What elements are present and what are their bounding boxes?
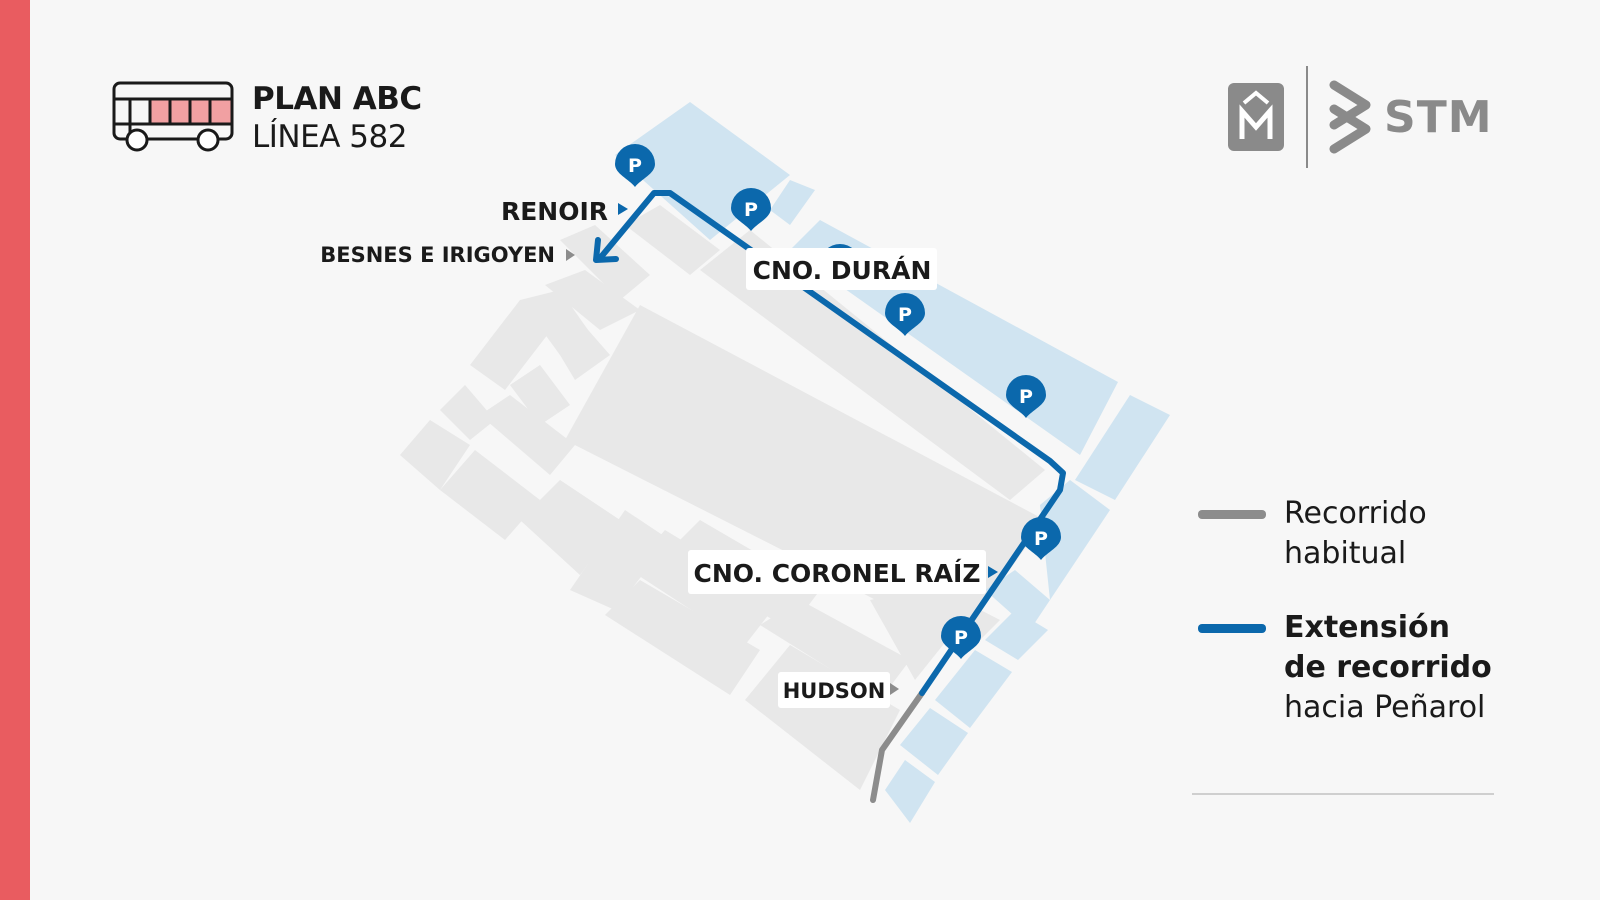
legend: Recorrido habitual Extensión de recorrid… bbox=[1198, 494, 1498, 728]
route-extension bbox=[598, 190, 1066, 696]
accent-bar bbox=[0, 0, 30, 900]
city-block bbox=[400, 420, 470, 490]
city-block bbox=[700, 230, 1045, 500]
stm-wordmark: STM bbox=[1384, 91, 1493, 143]
legend-item-habitual: Recorrido habitual bbox=[1198, 494, 1498, 574]
pointer-triangle bbox=[566, 249, 575, 261]
montevideo-m-logo bbox=[1228, 83, 1284, 151]
legend-label-habitual-1: Recorrido bbox=[1284, 496, 1427, 531]
legend-divider bbox=[1192, 793, 1494, 795]
city-block bbox=[545, 270, 640, 330]
legend-label-extension-2: de recorrido bbox=[1284, 650, 1492, 685]
legend-item-extension: Extensión de recorrido hacia Peñarol bbox=[1198, 608, 1498, 728]
highlight-block bbox=[885, 760, 935, 823]
stop-marker-label: P bbox=[628, 155, 642, 177]
legend-label-extension-3: hacia Peñarol bbox=[1284, 690, 1486, 725]
bus-stop-marker[interactable]: P bbox=[885, 293, 925, 336]
city-block bbox=[605, 580, 760, 695]
label-plate bbox=[746, 248, 937, 290]
highlight-block bbox=[935, 650, 1012, 728]
stm-logo bbox=[1329, 80, 1371, 154]
city-block bbox=[470, 300, 555, 390]
street-label-cno-coronel-raiz: CNO. CORONEL RAÍZ bbox=[694, 559, 981, 588]
legend-swatch-habitual bbox=[1198, 510, 1266, 519]
stop-marker-label: P bbox=[954, 627, 968, 649]
street-labels: RENOIR BESNES E IRIGOYEN CNO. DURÁN CNO.… bbox=[320, 197, 998, 708]
city-block bbox=[870, 590, 955, 680]
street-label-besnes-e-irigoyen: BESNES E IRIGOYEN bbox=[320, 243, 555, 267]
city-block bbox=[440, 450, 540, 540]
bus-stop-marker[interactable]: P bbox=[941, 616, 981, 659]
legend-label-extension-1: Extensión bbox=[1284, 610, 1450, 645]
stop-marker-label: P bbox=[1034, 528, 1048, 550]
plan-title: PLAN ABC bbox=[252, 81, 422, 117]
street-label-cno-duran: CNO. DURÁN bbox=[753, 256, 932, 285]
bus-stop-marker[interactable]: P bbox=[1006, 375, 1046, 418]
city-block bbox=[545, 315, 610, 380]
highlight-block bbox=[770, 180, 815, 225]
bus-stop-marker[interactable]: P bbox=[731, 188, 771, 231]
city-block bbox=[520, 480, 620, 575]
title-block: PLAN ABC LÍNEA 582 bbox=[112, 80, 422, 156]
city-block bbox=[480, 395, 575, 475]
bus-stop-marker[interactable]: P bbox=[1021, 517, 1061, 560]
city-block bbox=[510, 365, 570, 425]
highlight-block bbox=[1075, 395, 1170, 500]
city-block bbox=[570, 510, 670, 610]
legend-swatch-extension bbox=[1198, 624, 1266, 633]
route-direction-arrow bbox=[593, 237, 619, 263]
highlight-block bbox=[900, 708, 968, 775]
city-block bbox=[440, 385, 495, 440]
highlight-block bbox=[985, 610, 1048, 660]
logo-divider bbox=[1306, 66, 1308, 168]
legend-label-habitual-2: habitual bbox=[1284, 536, 1407, 571]
pointer-triangle bbox=[988, 566, 998, 578]
street-label-renoir: RENOIR bbox=[501, 197, 608, 226]
highlight-block bbox=[985, 570, 1050, 630]
logos: STM bbox=[1228, 66, 1493, 168]
line-title: LÍNEA 582 bbox=[252, 119, 407, 155]
label-plate bbox=[778, 672, 890, 708]
pointer-triangle bbox=[890, 683, 899, 695]
highlight-block bbox=[1040, 480, 1110, 600]
route-habitual bbox=[870, 690, 925, 803]
bus-stop-marker[interactable]: P bbox=[615, 144, 655, 187]
city-block bbox=[625, 205, 720, 275]
street-label-hudson: HUDSON bbox=[783, 679, 886, 703]
stop-marker-label: P bbox=[744, 199, 758, 221]
bus-icon bbox=[112, 81, 234, 152]
pointer-triangle bbox=[618, 203, 628, 215]
stop-marker-label: P bbox=[1019, 386, 1033, 408]
label-plate bbox=[688, 550, 986, 594]
stop-marker-label: P bbox=[898, 304, 912, 326]
